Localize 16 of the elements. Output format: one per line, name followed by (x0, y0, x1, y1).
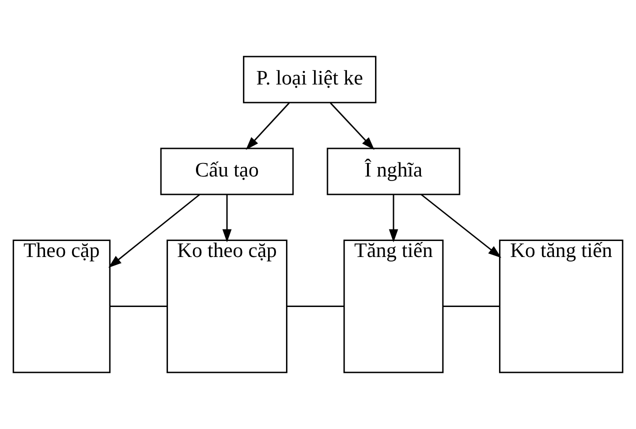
connector (286, 306, 344, 308)
arrow (246, 102, 290, 150)
arrow (330, 102, 374, 150)
node-box: Tăng tiến (343, 240, 444, 374)
node-box: Ko tăng tiến (499, 240, 624, 374)
arrow (388, 194, 398, 242)
node-box: Theo cặp (12, 240, 111, 374)
node-box: Ko theo cặp (166, 240, 288, 374)
connector (442, 306, 500, 308)
node-box: Cấu tạo (160, 148, 294, 196)
arrow (222, 194, 232, 242)
arrow (420, 194, 502, 258)
node-box: P. loại liệt ke (242, 56, 376, 104)
node-box: Î nghĩa (326, 148, 460, 196)
connector (110, 306, 168, 308)
arrow (108, 194, 200, 268)
